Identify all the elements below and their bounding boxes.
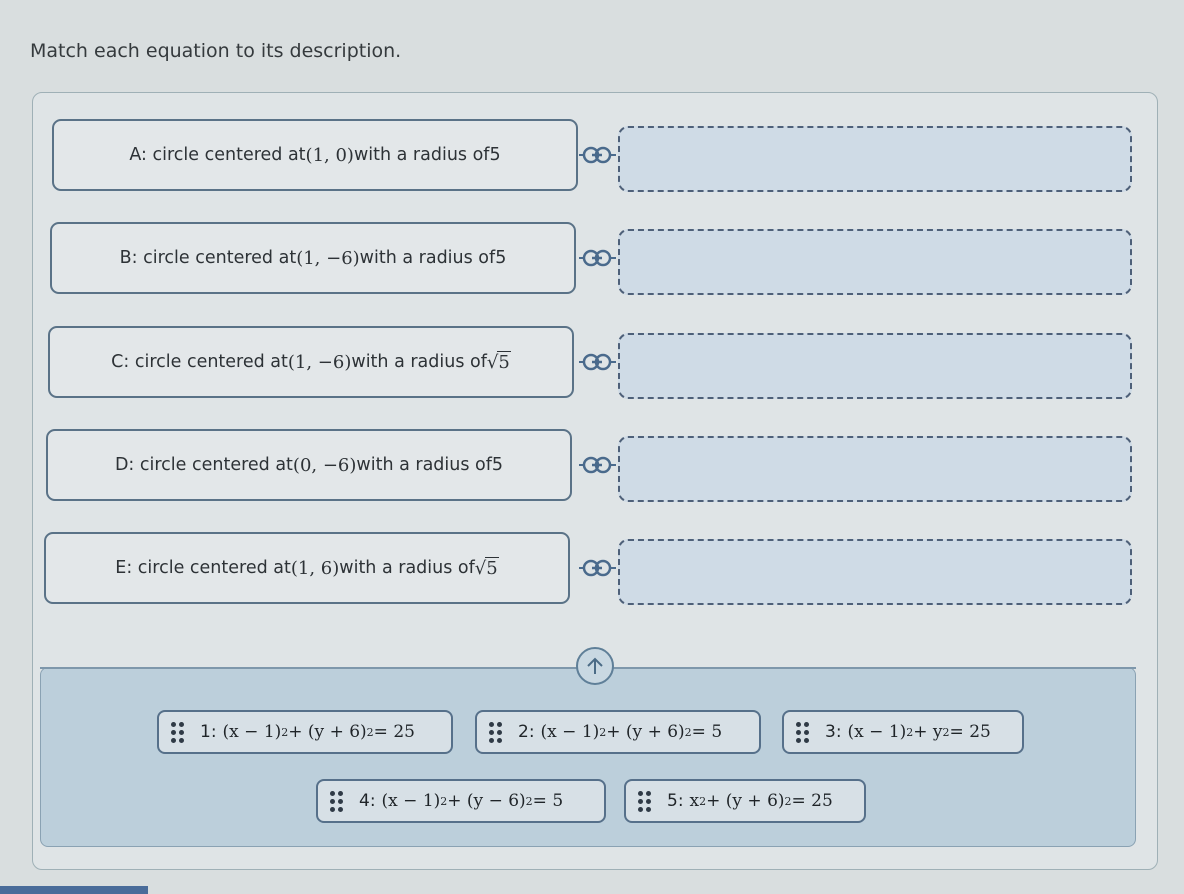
description-e: E: circle centered at (1, 6) with a radi… — [44, 532, 570, 604]
equation-part: (x − 1) — [381, 791, 441, 811]
equation-part: + (y + 6) — [606, 722, 685, 742]
equation-part: + (y − 6) — [447, 791, 526, 811]
description-a: A: circle centered at (1, 0) with a radi… — [52, 119, 578, 191]
equation-part: (x − 1) — [222, 722, 282, 742]
exponent: 2 — [599, 725, 607, 739]
drop-zone-e[interactable] — [618, 539, 1132, 605]
equation-part: = 5 — [691, 722, 723, 742]
drag-handle-icon — [489, 721, 502, 743]
link-icon — [579, 456, 616, 474]
bottom-progress-bar — [0, 886, 148, 894]
equation-number: 2: — [518, 722, 535, 742]
exponent: 2 — [525, 794, 533, 808]
match-row-e: E: circle centered at (1, 6) with a radi… — [0, 532, 1184, 606]
radius-value: 5 — [497, 350, 511, 373]
drop-zone-a[interactable] — [618, 126, 1132, 192]
question-prompt: Match each equation to its description. — [30, 40, 402, 62]
drag-handle-icon — [796, 721, 809, 743]
equation-part: (x − 1) — [847, 722, 907, 742]
match-row-a: A: circle centered at (1, 0) with a radi… — [0, 119, 1184, 193]
equation-part: = 25 — [791, 791, 833, 811]
drop-zone-c[interactable] — [618, 333, 1132, 399]
scroll-up-button[interactable] — [576, 647, 614, 685]
equation-part: + (y + 6) — [706, 791, 785, 811]
equation-chip-2[interactable]: 2: (x − 1)2 + (y + 6)2 = 5 — [475, 710, 761, 754]
description-b: B: circle centered at (1, −6) with a rad… — [50, 222, 576, 294]
equation-number: 5: — [667, 791, 684, 811]
description-d: D: circle centered at (0, −6) with a rad… — [46, 429, 572, 501]
center-value: (1, 0) — [305, 144, 354, 166]
center-value: (1, −6) — [296, 247, 360, 269]
description-text: C: circle centered at — [111, 352, 288, 372]
equation-chip-1[interactable]: 1: (x − 1)2 + (y + 6)2 = 25 — [157, 710, 453, 754]
sqrt-radius: √5 — [486, 350, 511, 373]
equation-part: x — [689, 791, 700, 811]
description-text: with a radius of — [359, 248, 496, 268]
description-text: with a radius of — [339, 558, 475, 578]
link-icon — [579, 353, 616, 371]
drag-handle-icon — [638, 790, 651, 812]
equation-part: + y — [913, 722, 943, 742]
link-icon — [579, 249, 616, 267]
description-text: with a radius of — [353, 145, 490, 165]
link-icon — [579, 559, 616, 577]
arrow-up-icon — [587, 657, 603, 674]
radius-value: 5 — [485, 556, 499, 579]
exponent: 2 — [942, 725, 950, 739]
radius-value: 5 — [489, 145, 501, 165]
equation-part: (x − 1) — [540, 722, 600, 742]
exponent: 2 — [440, 794, 448, 808]
center-value: (0, −6) — [292, 454, 357, 476]
description-text: A: circle centered at — [129, 145, 306, 165]
equation-part: + (y + 6) — [288, 722, 367, 742]
description-text: with a radius of — [351, 352, 487, 372]
center-value: (1, 6) — [290, 557, 340, 579]
exponent: 2 — [281, 725, 289, 739]
equation-chip-4[interactable]: 4: (x − 1)2 + (y − 6)2 = 5 — [316, 779, 606, 823]
equation-number: 1: — [200, 722, 217, 742]
equation-number: 4: — [359, 791, 376, 811]
drop-zone-d[interactable] — [618, 436, 1132, 502]
equation-number: 3: — [825, 722, 842, 742]
exponent: 2 — [366, 725, 374, 739]
equation-part: = 25 — [373, 722, 415, 742]
radius-value: 5 — [491, 455, 504, 475]
description-text: B: circle centered at — [119, 248, 297, 268]
equation-part: = 5 — [532, 791, 564, 811]
exponent: 2 — [699, 794, 707, 808]
link-icon — [579, 146, 616, 164]
exponent: 2 — [684, 725, 692, 739]
description-c: C: circle centered at (1, −6) with a rad… — [48, 326, 574, 398]
description-text: with a radius of — [356, 455, 492, 475]
drag-handle-icon — [171, 721, 184, 743]
exponent: 2 — [784, 794, 792, 808]
exponent: 2 — [906, 725, 914, 739]
match-row-c: C: circle centered at (1, −6) with a rad… — [0, 326, 1184, 400]
equation-part: = 25 — [949, 722, 991, 742]
radius-value: 5 — [495, 248, 507, 268]
sqrt-radius: √5 — [474, 556, 499, 579]
match-row-d: D: circle centered at (0, −6) with a rad… — [0, 429, 1184, 503]
drag-handle-icon — [330, 790, 343, 812]
match-row-b: B: circle centered at (1, −6) with a rad… — [0, 222, 1184, 296]
drop-zone-b[interactable] — [618, 229, 1132, 295]
description-text: E: circle centered at — [115, 558, 291, 578]
description-text: D: circle centered at — [114, 455, 293, 475]
center-value: (1, −6) — [287, 351, 352, 373]
